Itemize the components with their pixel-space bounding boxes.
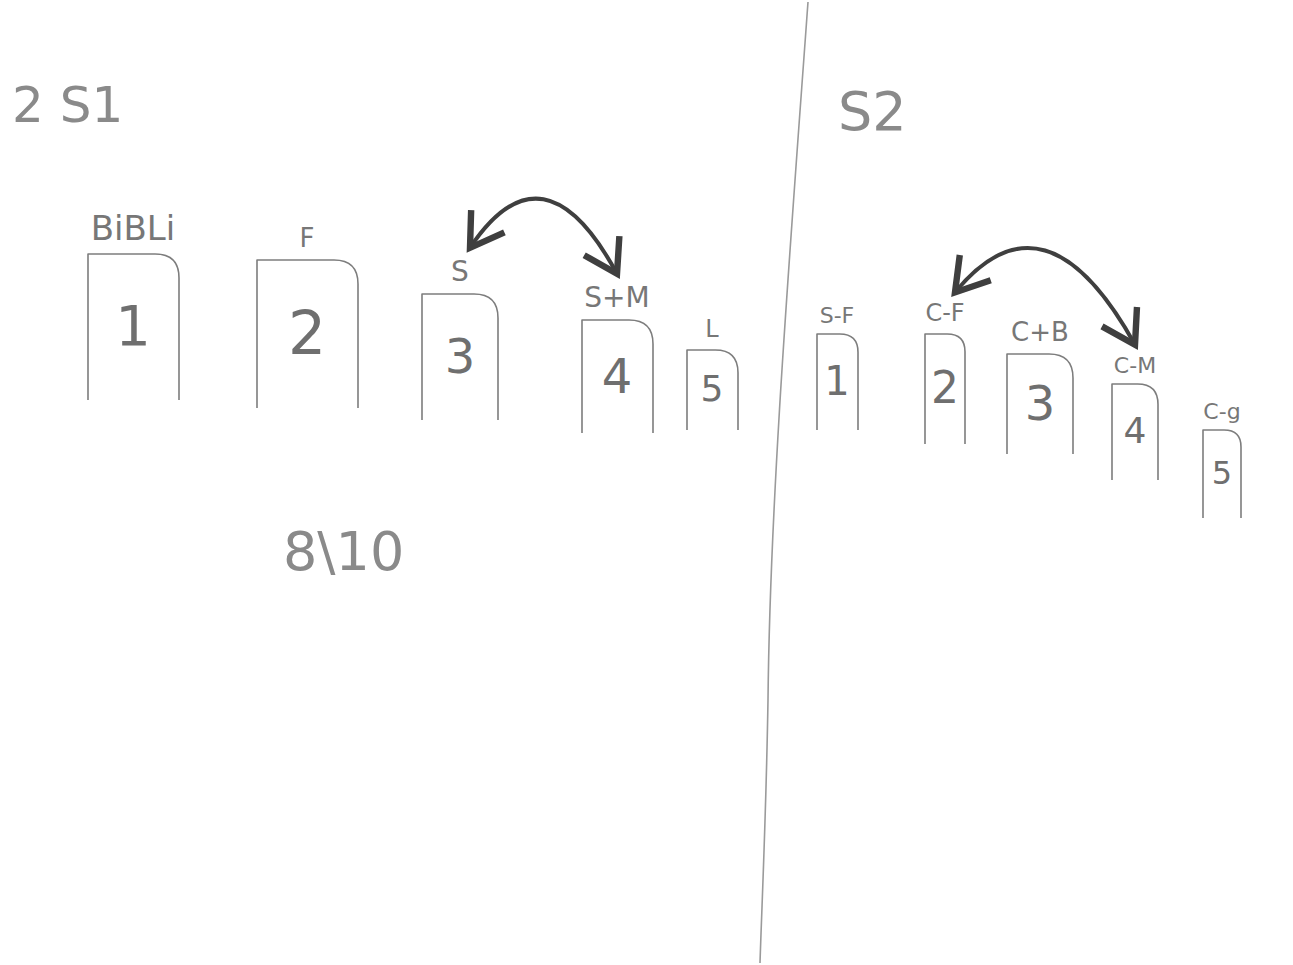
box-heading: L [705, 316, 718, 344]
arch-outline: 5 [1201, 428, 1243, 518]
arch-outline: 4 [1110, 382, 1160, 480]
box-number: 3 [1025, 379, 1056, 427]
box-heading: C-F [925, 300, 964, 328]
box-heading: C-M [1114, 353, 1156, 378]
box-heading: C+B [1011, 318, 1069, 348]
arch-outline: 2 [255, 258, 360, 408]
box-heading: BiBLi [91, 209, 176, 248]
arch-outline: 3 [1005, 352, 1075, 454]
arch-outline: 1 [815, 332, 860, 430]
arch-outline: 3 [420, 292, 500, 420]
sketch-note: 8\10 [283, 522, 404, 581]
box-heading: C-g [1203, 399, 1240, 424]
box-number: 1 [824, 361, 849, 401]
curved-arrow [470, 199, 617, 274]
box-number: 5 [1212, 457, 1232, 489]
box-number: 4 [1124, 413, 1147, 449]
box-heading: S-F [820, 303, 855, 328]
arch-box: S-F 1 [815, 303, 860, 430]
arch-box: C-F 2 [923, 300, 967, 444]
arch-box: F2 [255, 224, 360, 408]
box-number: 2 [931, 366, 959, 410]
box-number: 4 [602, 352, 633, 400]
arch-box: S+M 4 [580, 282, 655, 433]
arch-box: BiBLi 1 [86, 209, 181, 400]
arch-box: C-M 4 [1110, 353, 1160, 480]
arch-box: L5 [685, 316, 740, 430]
arch-outline: 5 [685, 348, 740, 430]
arch-outline: 2 [923, 332, 967, 444]
arch-box: C+B 3 [1005, 318, 1075, 454]
box-number: 5 [701, 371, 724, 407]
box-number: 3 [445, 332, 476, 380]
sketch-note: S2 [838, 82, 907, 141]
box-number: 2 [288, 303, 326, 363]
arch-box: S3 [420, 256, 500, 420]
arch-outline: 4 [580, 318, 655, 433]
sketch-note: 2 S1 [12, 78, 123, 133]
arch-outline: 1 [86, 252, 181, 400]
divider-line [760, 2, 808, 963]
box-number: 1 [115, 298, 151, 354]
box-heading: S+M [584, 282, 649, 314]
box-heading: F [300, 224, 315, 254]
box-heading: S [451, 256, 469, 288]
arch-box: C-g 5 [1201, 399, 1243, 518]
